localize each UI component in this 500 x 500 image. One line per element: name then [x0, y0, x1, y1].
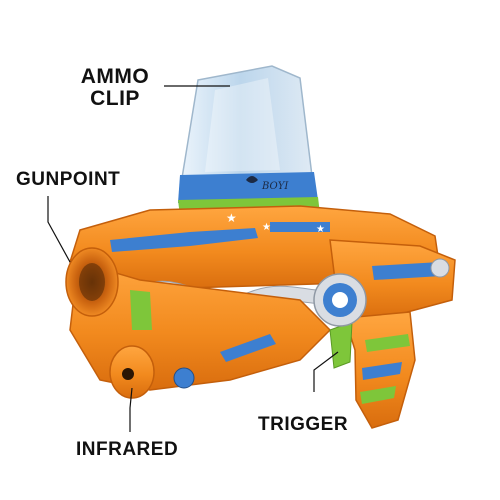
- ammo-clip: [178, 65, 320, 216]
- brand-logo: BOYI: [246, 176, 289, 192]
- blaster-body: ★ ★ ★: [65, 205, 456, 429]
- callout-ammo-line1: AMMO: [80, 65, 150, 88]
- callout-ammo-clip: AMMO CLIP: [74, 65, 156, 111]
- callout-ammo-line2: CLIP: [90, 87, 140, 111]
- callout-lines: [47, 85, 339, 432]
- star-icon: ★: [316, 224, 325, 235]
- callout-gunpoint: GUNPOINT: [16, 169, 121, 190]
- callout-infrared: INFRARED: [76, 439, 179, 460]
- star-icon: ★: [226, 211, 237, 225]
- svg-text:BOYI: BOYI: [261, 181, 289, 192]
- callout-trigger: TRIGGER: [258, 414, 349, 435]
- star-icon: ★: [262, 222, 271, 233]
